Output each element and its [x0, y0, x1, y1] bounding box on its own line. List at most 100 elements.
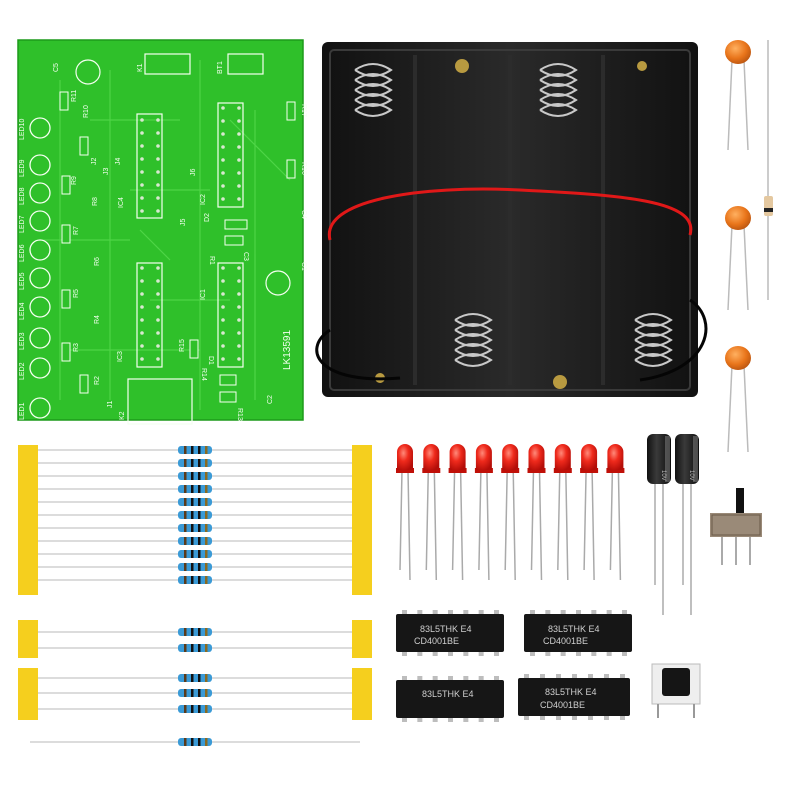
resistor: [38, 446, 352, 454]
silk-r13: R13: [236, 408, 243, 421]
silk-k1: K1: [137, 63, 144, 72]
led-pads: [29, 117, 51, 419]
ceramic-capacitor: [725, 40, 751, 151]
chip-marking-line2: CD4001BE: [414, 636, 459, 646]
silk-r10: R10: [83, 105, 90, 118]
diode: [764, 40, 773, 300]
silk-ic3: IC3: [117, 351, 124, 362]
battery-holder: [315, 42, 708, 397]
chip-marking-line1: 83L5THK E4: [548, 624, 600, 634]
silk-d1: D1: [207, 356, 214, 365]
silk-ic4: IC4: [118, 197, 125, 208]
ceramic-capacitors: [725, 40, 751, 453]
silk-r14: R14: [200, 368, 207, 381]
silk-bt1: BT1: [217, 61, 224, 74]
silk-led2: LED2: [19, 362, 26, 380]
silk-r1: R1: [208, 256, 215, 265]
board-code: LK13591: [282, 330, 293, 370]
silk-k2: K2: [119, 411, 126, 420]
silk-r4: R4: [94, 315, 101, 324]
resistor: [38, 498, 352, 506]
electrolytic-capacitors: 10V 10V: [647, 434, 699, 615]
silk-c3: C3: [242, 252, 249, 261]
resistor: [38, 472, 352, 480]
silk-c1: C1: [300, 262, 307, 271]
led-row: [396, 444, 625, 581]
resistor: [38, 524, 352, 532]
silk-d2: D2: [204, 213, 211, 222]
ceramic-capacitor: [725, 206, 751, 311]
red-led: [606, 444, 625, 581]
red-led: [580, 444, 599, 581]
silk-r3: R3: [73, 343, 80, 352]
resistor: [38, 576, 352, 584]
silk-led1: LED1: [19, 402, 26, 420]
resistor-strip: [18, 445, 372, 746]
silk-led8: LED8: [19, 187, 26, 205]
silk-led4: LED4: [19, 302, 26, 320]
silk-r6: R6: [94, 257, 101, 266]
ic-chip: 83L5THK E4 CD4001BE: [396, 610, 504, 656]
battery-springs: [354, 63, 673, 367]
ic-chip: 83L5THK E4 CD4001BE: [524, 610, 632, 656]
pcb-board: C5 R11 R10 J2 J3 J4 R9 R8 R7 R6 R5 R4 R3…: [17, 39, 307, 425]
silk-led3: LED3: [19, 332, 26, 350]
black-wire: [315, 298, 708, 382]
resistor: [38, 705, 352, 713]
slide-switch: [710, 488, 762, 565]
red-led: [448, 444, 467, 581]
silk-r5: R5: [73, 289, 80, 298]
red-wire: [327, 187, 693, 241]
silk-led9: LED9: [19, 159, 26, 177]
resistor: [38, 537, 352, 545]
red-led: [474, 444, 493, 581]
resistor: [38, 563, 352, 571]
silk-j3: J3: [103, 168, 110, 176]
silk-j6: J6: [190, 169, 197, 177]
silk-r2: R2: [94, 376, 101, 385]
resistor: [38, 689, 352, 697]
resistor: [30, 738, 360, 746]
resistor: [38, 550, 352, 558]
silk-r17: R17: [300, 104, 307, 117]
ic-chip: 83L5THK E4 CD4001BE: [518, 674, 630, 720]
silk-j4: J4: [115, 158, 122, 166]
silk-r7: R7: [73, 226, 80, 235]
silk-r8: R8: [92, 197, 99, 206]
silk-r11: R11: [71, 90, 78, 102]
silk-c4: C4: [300, 210, 307, 219]
chip-marking-line2: CD4001BE: [540, 700, 585, 710]
resistor: [38, 644, 352, 652]
cap-marking: 10V: [660, 470, 666, 481]
silk-led5: LED5: [19, 272, 26, 290]
electrolytic-capacitor: 10V: [675, 434, 699, 615]
silk-j2: J2: [91, 158, 98, 166]
red-led: [553, 444, 572, 581]
silk-ic1: IC1: [200, 289, 207, 300]
chip-marking-line1: 83L5THK E4: [420, 624, 472, 634]
ceramic-capacitor: [725, 346, 751, 453]
resistor: [38, 674, 352, 682]
silk-led10: LED10: [19, 118, 26, 140]
red-led: [396, 444, 414, 581]
silk-r15: R15: [179, 339, 186, 352]
chip-marking-line1: 83L5THK E4: [422, 689, 474, 699]
silk-j5: J5: [180, 219, 187, 227]
chip-marking-line2: CD4001BE: [543, 636, 588, 646]
resistor: [38, 459, 352, 467]
ic-chips: 83L5THK E4 CD4001BE 83L5THK E4 CD4001BE …: [396, 610, 632, 722]
silk-r9: R9: [71, 176, 78, 185]
silk-led7: LED7: [19, 215, 26, 233]
red-led: [422, 444, 441, 581]
electrolytic-capacitor: 10V: [647, 434, 671, 615]
silk-c5: C5: [53, 63, 60, 72]
silk-c2: C2: [267, 395, 274, 404]
resistor: [38, 511, 352, 519]
cap-marking: 10V: [688, 470, 694, 481]
silkscreen-labels: C5 R11 R10 J2 J3 J4 R9 R8 R7 R6 R5 R4 R3…: [19, 61, 307, 421]
silk-j1: J1: [107, 401, 114, 409]
resistor: [38, 485, 352, 493]
resistor: [38, 628, 352, 636]
silk-led6: LED6: [19, 244, 26, 262]
